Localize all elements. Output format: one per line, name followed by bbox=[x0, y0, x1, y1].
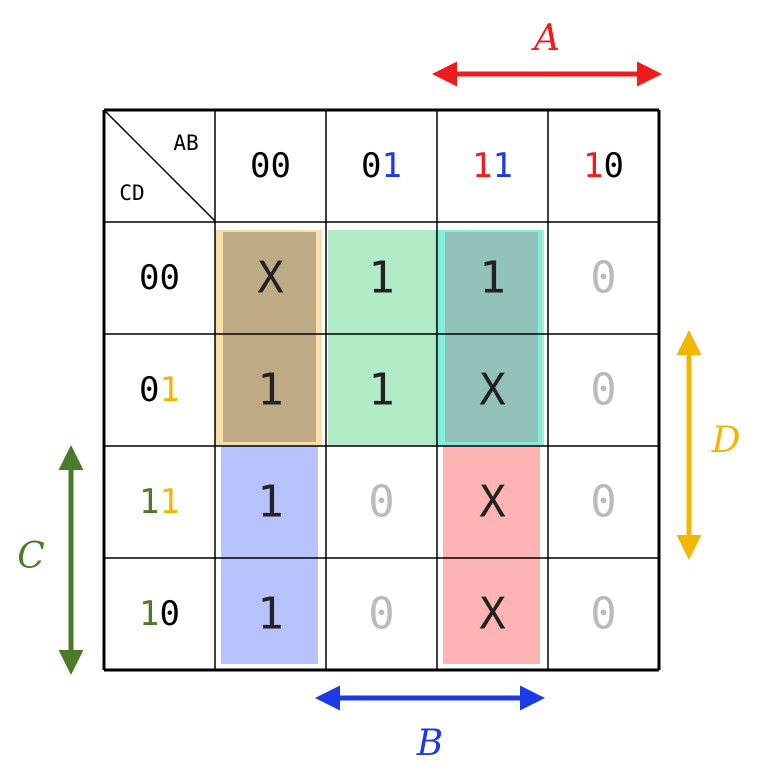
kmap-cell: 0 bbox=[590, 365, 617, 416]
column-header: 10 bbox=[583, 146, 624, 186]
group-gray bbox=[445, 232, 538, 442]
arrow-b-label: B bbox=[416, 723, 443, 764]
kmap-cell: 0 bbox=[590, 477, 617, 528]
column-header: 00 bbox=[250, 146, 291, 186]
kmap-cell: 0 bbox=[590, 253, 617, 304]
row-headers: 00 01 11 10 bbox=[139, 258, 180, 634]
kmap-cell: 1 bbox=[257, 589, 284, 640]
kmap-cell: 0 bbox=[368, 477, 395, 528]
column-header: 01 bbox=[361, 146, 402, 186]
row-header: 00 bbox=[139, 258, 180, 298]
arrow-d-label: D bbox=[711, 420, 741, 461]
kmap-cell: 0 bbox=[590, 589, 617, 640]
kmap-cell: 1 bbox=[257, 477, 284, 528]
corner-label-ab: AB bbox=[173, 131, 198, 155]
kmap-cell: 1 bbox=[368, 365, 395, 416]
row-header: 11 bbox=[139, 482, 180, 522]
kmap-cell: 0 bbox=[368, 589, 395, 640]
row-header: 01 bbox=[139, 370, 180, 410]
kmap-cell: 1 bbox=[257, 365, 284, 416]
column-header: 11 bbox=[472, 146, 513, 186]
group-blue bbox=[221, 446, 318, 664]
kmap-cell: X bbox=[479, 477, 506, 528]
kmap-cell: X bbox=[257, 253, 284, 304]
column-headers: 00 01 11 10 bbox=[250, 146, 624, 186]
arrow-a-label: A bbox=[531, 18, 560, 59]
group-brown bbox=[223, 232, 316, 442]
group-highlights bbox=[215, 230, 544, 664]
corner-label-cd: CD bbox=[119, 181, 144, 205]
group-red bbox=[443, 446, 540, 664]
corner-diagonal bbox=[103, 109, 216, 222]
kmap-cell: 1 bbox=[479, 253, 506, 304]
kmap-grid bbox=[102, 108, 661, 672]
row-header: 10 bbox=[139, 594, 180, 634]
kmap-cell: X bbox=[479, 589, 506, 640]
arrow-c-label: C bbox=[17, 536, 45, 577]
kmap-cell: 1 bbox=[368, 253, 395, 304]
kmap-cell: X bbox=[479, 365, 506, 416]
